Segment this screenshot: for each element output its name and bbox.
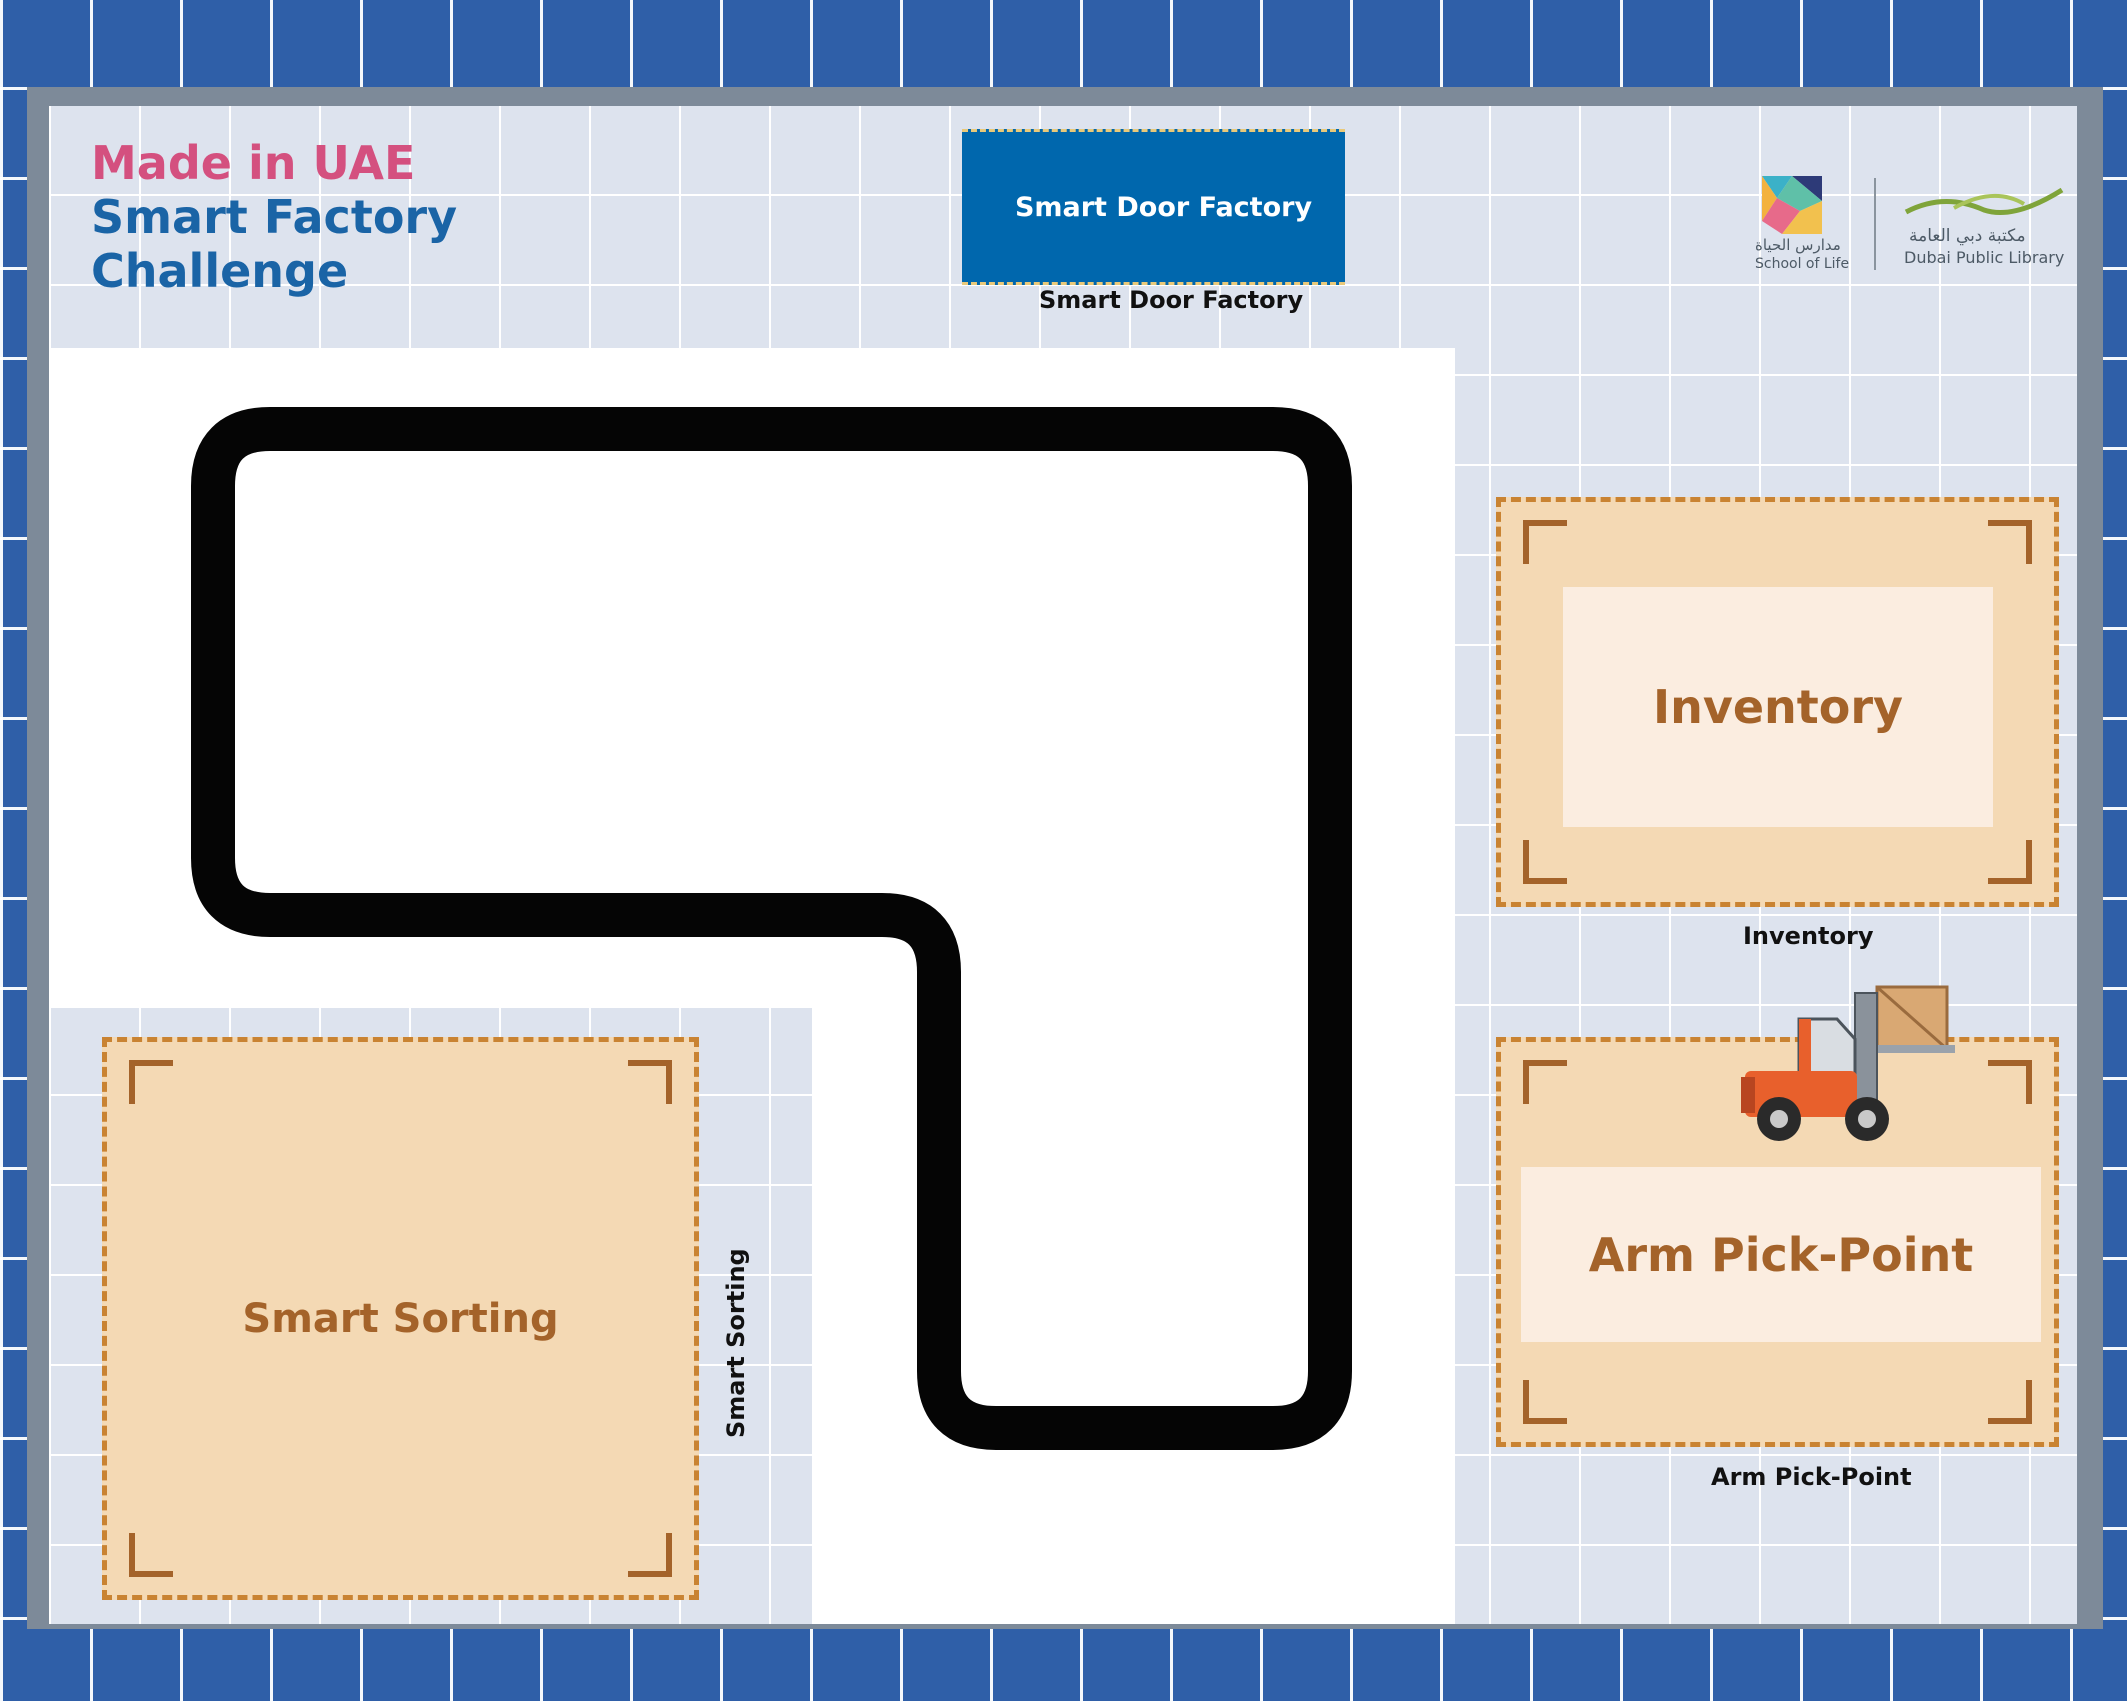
smart-sorting-caption: Smart Sorting: [722, 1248, 750, 1438]
white-area-inner: [1079, 676, 1159, 1326]
corner-marker: [1988, 1380, 2032, 1424]
arm-pick-point-label: Arm Pick-Point: [1588, 1227, 1974, 1282]
corner-marker: [1988, 840, 2032, 884]
corner-marker: [129, 1060, 173, 1104]
arm-pick-point-panel: Arm Pick-Point: [1521, 1167, 2041, 1342]
smart-sorting-zone: Smart Sorting: [102, 1037, 699, 1600]
inventory-zone: Inventory: [1496, 497, 2059, 907]
library-english-text: Dubai Public Library: [1904, 248, 2065, 267]
smart-door-factory-zone: Smart Door Factory: [962, 129, 1345, 285]
logo-divider: [1874, 178, 1876, 270]
line-track: [191, 407, 1352, 1450]
smart-door-factory-caption: Smart Door Factory: [1039, 286, 1304, 314]
corner-marker: [1988, 520, 2032, 564]
school-english-text: School of Life: [1755, 256, 1850, 272]
corner-marker: [628, 1533, 672, 1577]
forklift-icon: [1741, 985, 1955, 1141]
corner-marker: [129, 1533, 173, 1577]
corner-marker: [1523, 1380, 1567, 1424]
corner-marker: [1523, 840, 1567, 884]
track-path: [191, 407, 1352, 1450]
dubai-public-library-logo-icon: [1904, 187, 2064, 215]
inventory-caption: Inventory: [1743, 922, 1874, 950]
corner-marker: [1523, 1060, 1567, 1104]
title-line-1: Made in UAE: [91, 136, 416, 190]
challenge-title: Made in UAE Smart Factory Challenge: [91, 136, 457, 298]
inventory-panel: Inventory: [1563, 587, 1993, 827]
school-arabic-text: مدارس الحياة: [1755, 236, 1841, 254]
smart-sorting-label: Smart Sorting: [242, 1295, 559, 1342]
school-of-life-logo-icon: [1762, 176, 1822, 234]
title-line-3: Challenge: [91, 244, 349, 298]
game-board: Made in UAE Smart Factory Challenge Smar…: [49, 106, 2077, 1624]
title-line-2: Smart Factory: [91, 190, 458, 244]
corner-marker: [628, 1060, 672, 1104]
partner-logos: مدارس الحياة School of Life مكتبة دبي ال…: [1699, 176, 2077, 286]
smart-door-factory-label: Smart Door Factory: [1014, 191, 1313, 223]
inventory-label: Inventory: [1652, 680, 1904, 734]
arm-pick-point-caption: Arm Pick-Point: [1711, 1463, 1912, 1491]
corner-marker: [1988, 1060, 2032, 1104]
corner-marker: [1523, 520, 1567, 564]
library-arabic-text: مكتبة دبي العامة: [1909, 226, 2026, 246]
